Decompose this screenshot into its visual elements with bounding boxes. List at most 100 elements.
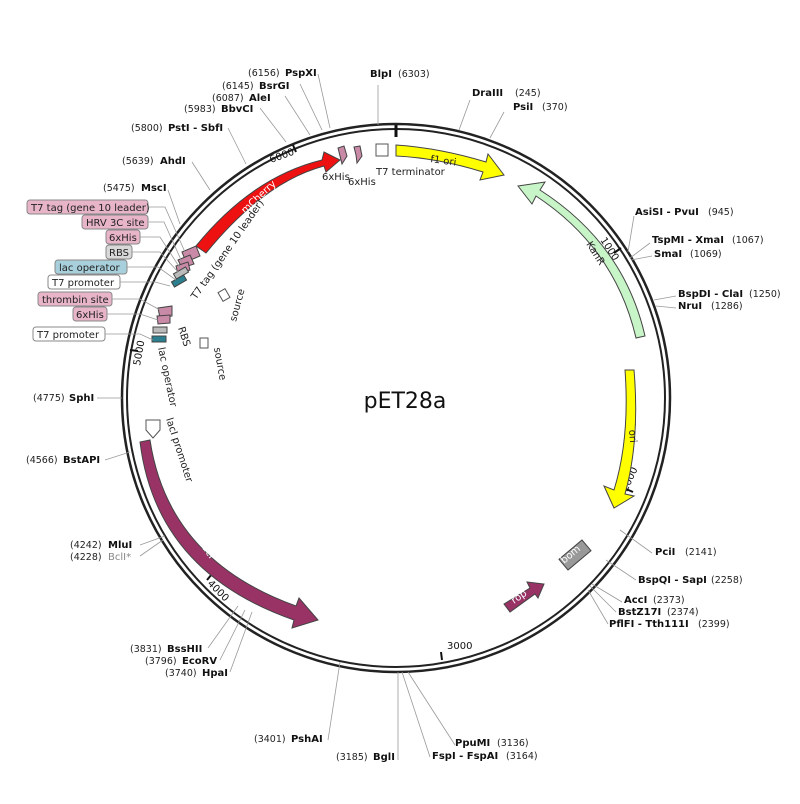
box-hrv3c-text: HRV 3C site xyxy=(86,218,145,229)
tick-label-5000: 5000 xyxy=(132,340,147,367)
site-bgli-name: BglI xyxy=(373,752,395,763)
site-pshai-name: PshAI xyxy=(291,734,323,745)
connector-6xhis-1 xyxy=(140,236,181,269)
leader-draiii xyxy=(458,99,471,131)
leader-bspdi xyxy=(653,295,677,301)
lac-operator-inner-label: lac operator xyxy=(155,346,179,408)
tick-label-3000: 3000 xyxy=(447,641,472,652)
site-mlui-name: MluI xyxy=(108,540,132,551)
connector-t7-promoter-1 xyxy=(120,281,171,287)
site-smai-pos: (1069) xyxy=(690,249,722,260)
rbs-box-lower xyxy=(152,326,168,334)
site-psii-name: PsiI xyxy=(513,102,533,113)
site-pspxi-pos: (6156) xyxy=(248,68,280,79)
site-bcli-pos: (4228) xyxy=(70,552,102,563)
sites-left: (6156) PspXI (6145) BsrGI (6087) AleI (5… xyxy=(26,68,395,763)
site-ahdi-pos: (5639) xyxy=(122,156,154,167)
connector-t7-tag xyxy=(148,206,186,253)
leader-ppumi xyxy=(407,671,456,746)
site-tspmi-pos: (1067) xyxy=(732,235,764,246)
leader-ecorv xyxy=(219,609,246,661)
site-psti-name: PstI - SbfI xyxy=(168,123,223,134)
site-bbvci-pos: (5983) xyxy=(184,104,216,115)
t7-terminator-box xyxy=(375,143,389,157)
leader-fspi xyxy=(401,671,431,758)
connector-lac-operator xyxy=(127,266,177,281)
leader-bcli xyxy=(139,539,164,557)
tick-2000 xyxy=(625,488,634,493)
connector-6xhis-2 xyxy=(107,313,159,321)
site-smai-name: SmaI xyxy=(654,249,682,260)
site-bcli-name: BclI* xyxy=(108,552,131,563)
box-6xhis-1-text: 6xHis xyxy=(109,233,137,244)
site-pcii-name: PciI xyxy=(655,547,675,558)
rop-feature xyxy=(503,581,545,613)
ori-label: ori xyxy=(626,429,638,443)
leader-asisi xyxy=(627,215,635,253)
site-nrui-pos: (1286) xyxy=(711,301,743,312)
box-thrombin-text: thrombin site xyxy=(42,295,109,306)
site-psii-pos: (370) xyxy=(542,102,568,113)
laci-promoter-label: lacI promoter xyxy=(163,417,194,485)
site-pflfi-pos: (2399) xyxy=(698,619,730,630)
site-draiii-pos: (245) xyxy=(515,88,541,99)
site-hpai-name: HpaI xyxy=(202,668,228,679)
site-bsrgi-pos: (6145) xyxy=(222,81,254,92)
site-pspxi-name: PspXI xyxy=(285,68,317,79)
features: mCherry 6xHis 6xHis T7 terminator f1 ori… xyxy=(139,143,646,629)
f1-ori-feature xyxy=(395,144,505,181)
site-pcii-pos: (2141) xyxy=(685,547,717,558)
site-alei-name: AleI xyxy=(249,93,271,104)
plasmid-title: pET28a xyxy=(364,389,447,414)
leader-bsrgi xyxy=(299,83,323,131)
mcherry-feature xyxy=(195,151,341,254)
site-asisi-name: AsiSI - PvuI xyxy=(635,207,699,218)
site-acci-name: AccI xyxy=(624,595,647,606)
site-bsrgi-name: BsrGI xyxy=(259,81,289,92)
site-msci-pos: (5475) xyxy=(103,183,135,194)
leader-ahdi xyxy=(191,161,211,191)
leader-nrui xyxy=(655,305,677,309)
lac-operator-box-lower xyxy=(151,335,167,343)
site-ecorv-name: EcoRV xyxy=(182,656,217,667)
box-t7-tag-text: T7 tag (gene 10 leader) xyxy=(30,203,150,214)
site-sphi-pos: (4775) xyxy=(33,393,65,404)
site-psti-pos: (5800) xyxy=(131,123,163,134)
leader-alei xyxy=(284,95,311,136)
tick-5000 xyxy=(129,349,139,352)
site-fspi-name: FspI - FspAI xyxy=(432,751,498,762)
leader-mlui xyxy=(139,535,166,546)
site-bstapi-pos: (4566) xyxy=(26,455,58,466)
site-ppumi-name: PpuMI xyxy=(455,738,490,749)
kanr-feature xyxy=(517,181,646,339)
tick-1000 xyxy=(613,247,622,254)
box-t7-promoter-2-text: T7 promoter xyxy=(36,330,100,341)
site-ahdi-name: AhdI xyxy=(160,156,186,167)
source-label-2: source xyxy=(211,347,228,382)
site-bstz17i-pos: (2374) xyxy=(667,607,699,618)
site-bspqi-pos: (2258) xyxy=(711,575,743,586)
site-draiii-name: DraIII xyxy=(472,88,503,99)
leader-pflfi xyxy=(587,589,609,625)
site-msci-name: MscI xyxy=(141,183,167,194)
site-bstapi-name: BstAPI xyxy=(63,455,100,466)
box-6xhis-2-text: 6xHis xyxy=(76,310,104,321)
f1-ori-label: f1 ori xyxy=(430,154,457,169)
laci-feature xyxy=(139,439,319,629)
lac-operator-box-upper xyxy=(170,274,188,288)
connector-thrombin xyxy=(112,298,161,311)
t7-terminator-label: T7 terminator xyxy=(375,167,446,178)
his-tag-label-1: 6xHis xyxy=(322,172,350,183)
left-feature-labels: T7 tag (gene 10 leader) HRV 3C site 6xHi… xyxy=(26,199,186,342)
leader-bstapi xyxy=(104,451,131,461)
site-alei-pos: (6087) xyxy=(212,93,244,104)
site-asisi-pos: (945) xyxy=(708,207,734,218)
rbs-inner-label: RBS xyxy=(175,326,192,348)
site-fspi-pos: (3164) xyxy=(506,751,538,762)
site-acci-pos: (2373) xyxy=(653,595,685,606)
leader-bbvci xyxy=(259,107,287,143)
leader-smai xyxy=(630,255,653,261)
leader-psii xyxy=(489,111,505,139)
leader-msci xyxy=(167,189,181,225)
